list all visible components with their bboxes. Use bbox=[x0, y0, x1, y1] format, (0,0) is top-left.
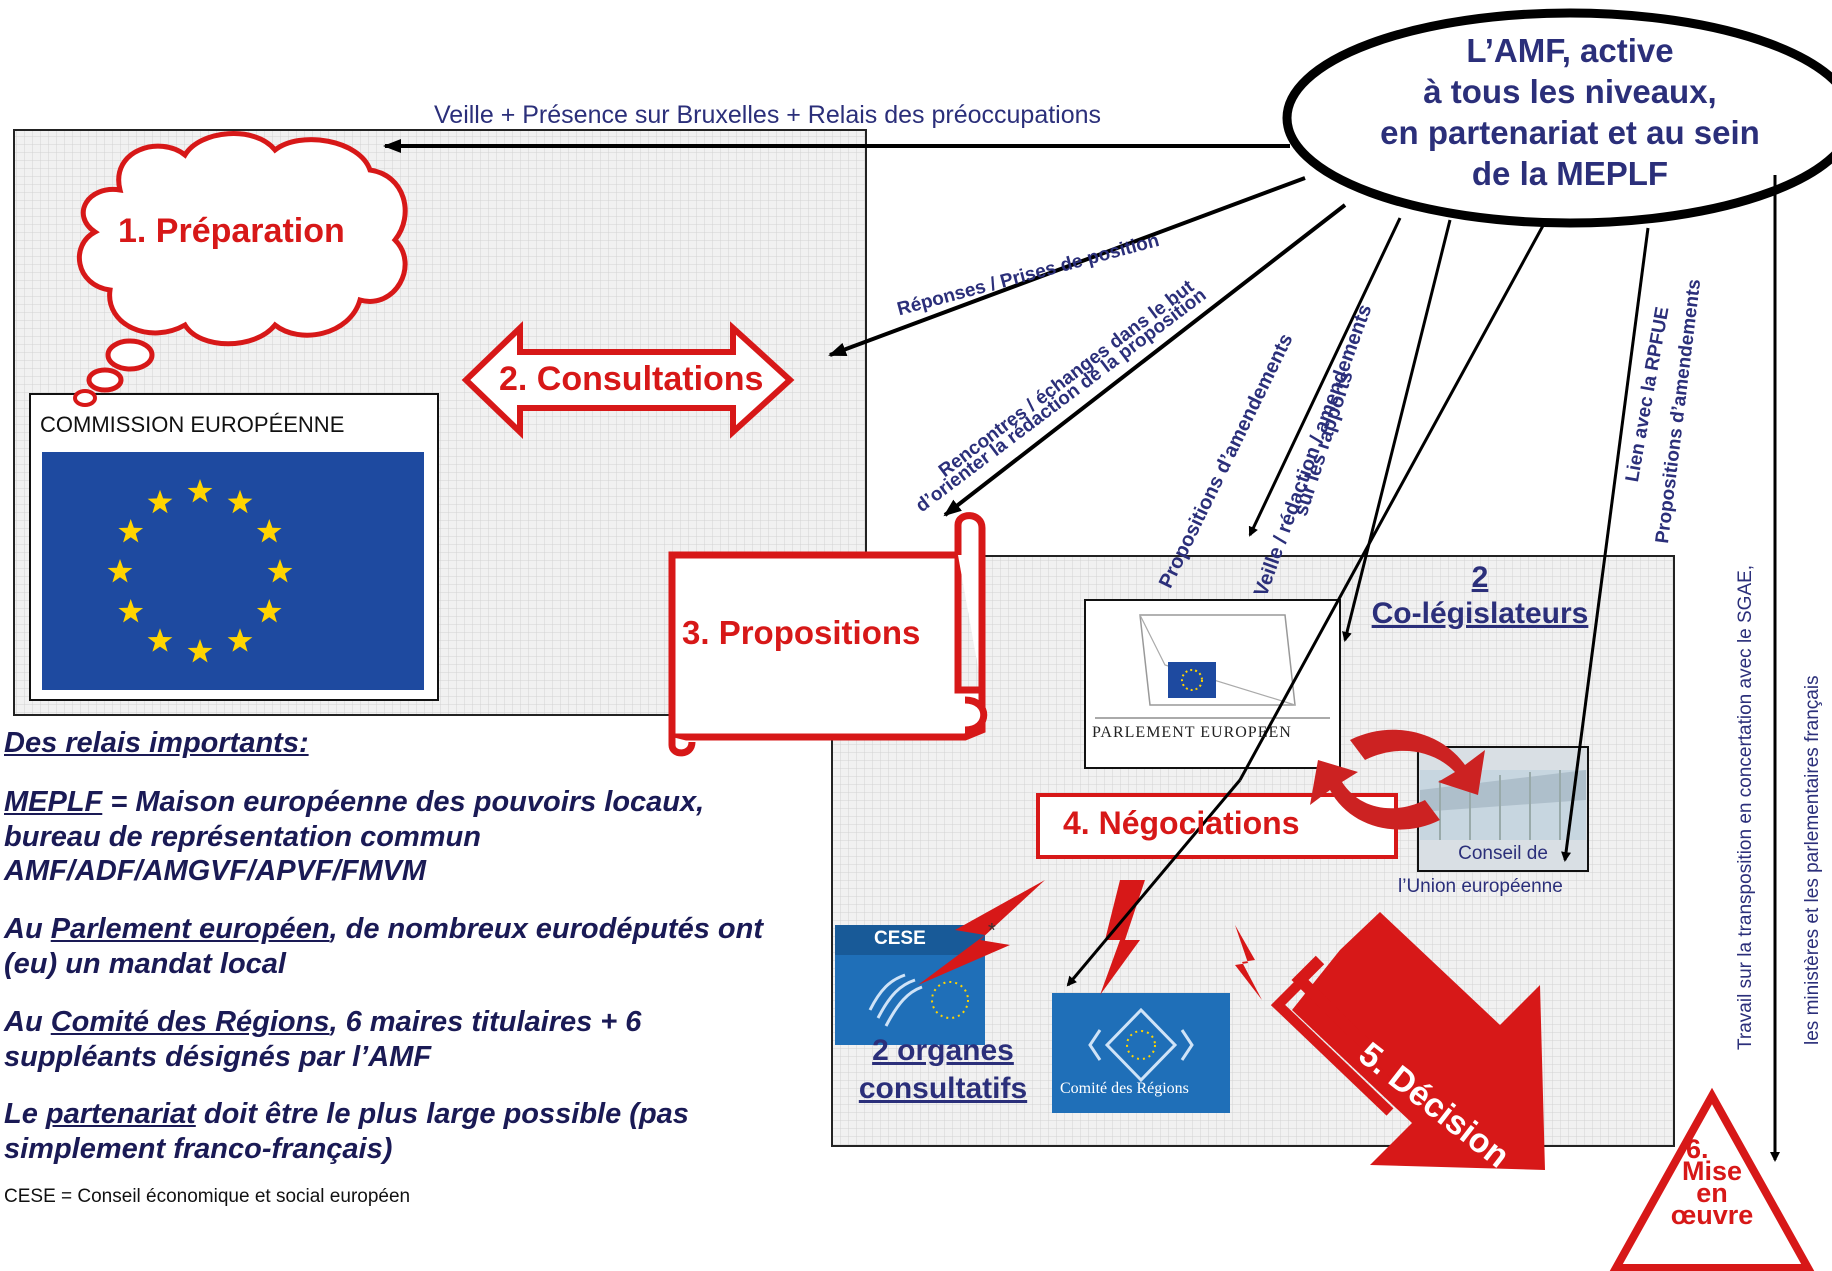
eu-star-icon bbox=[227, 489, 253, 514]
propositions-scroll bbox=[668, 512, 988, 757]
eu-star-icon bbox=[256, 599, 282, 623]
cycle-arrows bbox=[1310, 729, 1485, 830]
eu-star-icon bbox=[147, 489, 173, 514]
comite-logo bbox=[1052, 993, 1230, 1113]
connector-arrows bbox=[383, 139, 1780, 1162]
eu-star-icon bbox=[118, 599, 144, 623]
eu-star-icon bbox=[227, 628, 253, 652]
eu-star-icon bbox=[107, 559, 133, 583]
amf-ellipse bbox=[1282, 8, 1832, 228]
eu-star-icon bbox=[147, 628, 173, 652]
eu-star-icon bbox=[118, 519, 144, 543]
eu-star-icon bbox=[256, 519, 282, 543]
eu-flag bbox=[42, 452, 424, 690]
consultations-double-arrow bbox=[461, 320, 795, 440]
cese-logo bbox=[835, 925, 985, 1045]
mise-en-oeuvre-triangle bbox=[1609, 1087, 1815, 1271]
decision-arrow bbox=[1270, 912, 1545, 1170]
conseil-box bbox=[1417, 746, 1589, 872]
eu-star-icon bbox=[187, 639, 213, 663]
eu-star-icon bbox=[187, 479, 213, 503]
eu-star-icon bbox=[267, 559, 293, 583]
preparation-cloud bbox=[73, 131, 408, 407]
parlement-box bbox=[1084, 599, 1341, 769]
eu-stars bbox=[107, 479, 293, 663]
